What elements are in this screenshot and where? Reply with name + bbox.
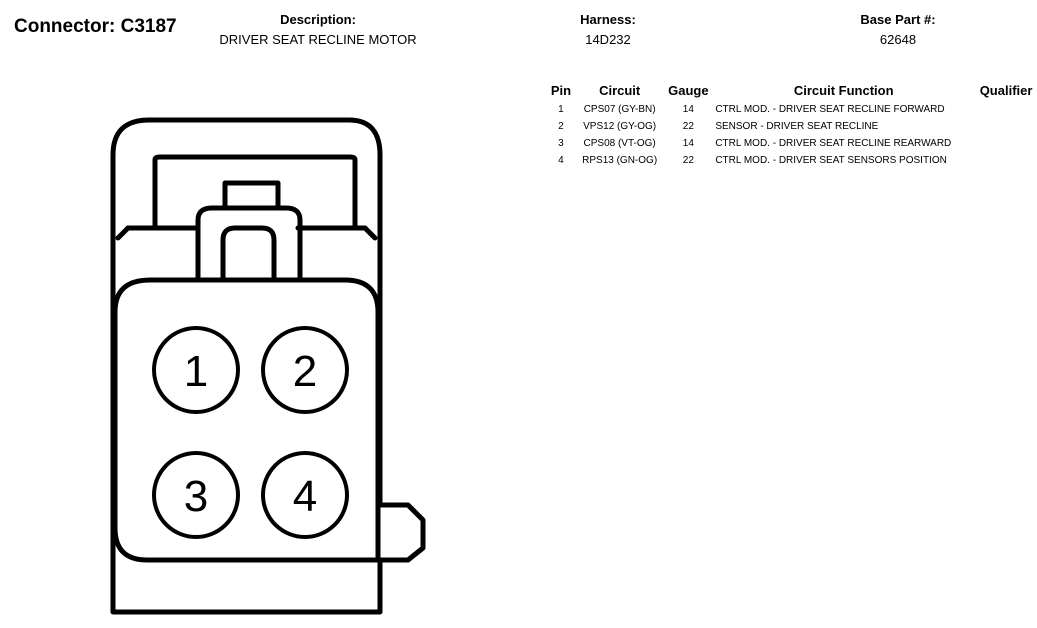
pin-4-label: 4 [293,472,317,521]
column-header-gauge: Gauge [668,83,709,98]
column-header-qualifier: Qualifier [979,83,1033,98]
circuit-cell: VPS12 (GY-OG) [583,121,657,132]
pin-cell: 4 [558,155,564,166]
column-header-circuit: Circuit [599,83,641,98]
description-label: Description: [280,12,356,27]
table-row: 4 RPS13 (GN-OG) 22 CTRL MOD. - DRIVER SE… [547,152,1037,169]
pin-3-label: 3 [184,472,208,521]
latch-frame [152,154,358,231]
table-row: 3 CPS08 (VT-OG) 14 CTRL MOD. - DRIVER SE… [547,135,1037,152]
connector-face-diagram: 1 2 3 4 [110,117,426,615]
pin-cell: 2 [558,121,564,132]
connector-title: Connector: C3187 [14,16,177,37]
qualifier-cell [975,118,1037,135]
circuit-function-cell: CTRL MOD. - DRIVER SEAT RECLINE FORWARD [715,104,945,115]
latch-tab-body [195,205,303,283]
latch-tab-top [222,180,281,210]
description-value: DRIVER SEAT RECLINE MOTOR [219,32,417,47]
qualifier-cell [975,101,1037,118]
pin-1-cavity [152,326,240,414]
pin-4-cavity [261,451,349,539]
right-shoulder-line [362,225,378,241]
connector-inner-body [112,277,381,563]
harness-value: 14D232 [585,32,631,47]
pinout-header-row: Pin Circuit Gauge Circuit Function Quali… [547,82,1037,101]
base-part-value: 62648 [879,32,917,47]
column-header-circuit-function: Circuit Function [793,83,894,98]
circuit-cell: CPS07 (GY-BN) [583,104,656,115]
circuit-cell: CPS08 (VT-OG) [583,138,656,149]
circuit-function-cell: CTRL MOD. - DRIVER SEAT SENSORS POSITION [715,155,947,166]
circuit-cell: RPS13 (GN-OG) [582,155,658,166]
gauge-cell: 14 [682,138,694,149]
pin-cell: 1 [558,104,564,115]
gauge-cell: 22 [682,155,694,166]
table-row: 1 CPS07 (GY-BN) 14 CTRL MOD. - DRIVER SE… [547,101,1037,118]
latch-tab-window [220,225,277,283]
harness-label: Harness: [580,12,636,27]
circuit-function-cell: CTRL MOD. - DRIVER SEAT RECLINE REARWARD [715,138,952,149]
pin-cell: 3 [558,138,564,149]
column-header-pin: Pin [550,83,572,98]
table-row: 2 VPS12 (GY-OG) 22 SENSOR - DRIVER SEAT … [547,118,1037,135]
pin-1-label: 1 [184,347,208,396]
qualifier-cell [975,135,1037,152]
gauge-cell: 14 [682,104,694,115]
connector-housing-outline [110,117,426,615]
qualifier-cell [975,152,1037,169]
gauge-cell: 22 [682,121,694,132]
base-part-label: Base Part #: [860,12,936,27]
pin-2-label: 2 [293,347,317,396]
circuit-function-cell: SENSOR - DRIVER SEAT RECLINE [715,121,879,132]
pin-2-cavity [261,326,349,414]
pin-3-cavity [152,451,240,539]
pinout-table: Pin Circuit Gauge Circuit Function Quali… [547,82,1037,169]
